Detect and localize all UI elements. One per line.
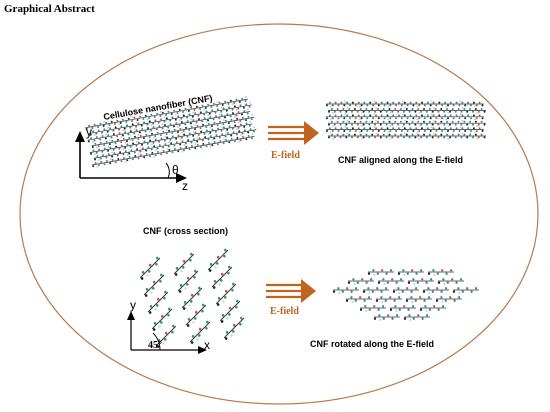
fiber-chain: [177, 269, 199, 293]
cross-chain-group: [177, 269, 199, 293]
fiber-chain: [223, 316, 245, 340]
fiber-chain: [377, 278, 404, 285]
fiber-chain: [328, 132, 486, 140]
cross-chain-group: [139, 256, 161, 280]
fiber-chain: [389, 305, 416, 312]
aligned-result-label: CNF aligned along the E-field: [338, 155, 463, 165]
fiber-chain: [332, 287, 359, 294]
fiber-chain: [143, 273, 165, 297]
fiber-chain: [91, 133, 255, 168]
top-angle-label: θ: [172, 163, 179, 177]
fiber-chain: [139, 256, 161, 280]
cross-chain-group: [223, 316, 245, 340]
bottom-axis-x-label: x: [204, 338, 210, 352]
top-axes: [75, 131, 187, 183]
fiber-chain: [326, 126, 484, 133]
cross-chain-group: [185, 303, 207, 327]
cross-chain-group: [181, 286, 203, 310]
fiber-chain: [326, 100, 484, 108]
cross-chain-group: [215, 282, 237, 306]
fiber-chain: [452, 287, 479, 294]
bottom-axis-y-label: y: [130, 298, 136, 312]
fiber-chain: [147, 290, 169, 314]
fiber-chain: [405, 296, 432, 303]
cross-chain-group: [207, 248, 229, 272]
fiber-chain: [403, 314, 430, 321]
bottom-efield-label: E-field: [270, 306, 299, 317]
fiber-chain: [181, 286, 203, 310]
fiber-chain: [89, 120, 253, 156]
fiber-chain: [207, 248, 229, 272]
fiber-chain: [359, 305, 386, 312]
fiber-chain: [215, 282, 237, 306]
rotated-result-label: CNF rotated along the E-field: [310, 339, 434, 349]
top-axis-z-label: z: [182, 179, 188, 193]
fiber-chain: [328, 119, 486, 127]
bottom-axes: [127, 311, 207, 354]
fiber-chain: [326, 113, 484, 121]
bottom-angle-label: 45°: [148, 340, 162, 351]
fiber-chain: [435, 296, 462, 303]
background-ellipse: [19, 23, 539, 405]
fiber-chain: [362, 287, 389, 294]
fiber-chain: [437, 278, 464, 285]
cross-chain-group: [147, 290, 169, 314]
fiber-chain: [151, 307, 173, 331]
top-efield-label: E-field: [271, 150, 300, 161]
top-efield-arrow: [268, 121, 319, 145]
fiber-chain: [422, 287, 449, 294]
fiber-chain: [427, 269, 454, 276]
aligned-fiber-bundle: [326, 100, 486, 140]
top-axis-y-label: y: [86, 125, 92, 139]
page-title: Graphical Abstract: [4, 3, 95, 15]
fiber-chain: [87, 108, 251, 143]
rotated-fiber-stack: [332, 269, 479, 321]
fiber-chain: [93, 126, 257, 161]
fiber-chain: [373, 314, 400, 321]
fiber-chain: [392, 287, 419, 294]
cross-chain-group: [219, 299, 241, 323]
fiber-chain: [328, 107, 486, 114]
cross-chain-group: [211, 265, 233, 289]
fiber-chain: [367, 269, 394, 276]
cross-section-bundle: [139, 248, 245, 348]
fiber-chain: [407, 278, 434, 285]
cross-section-label: CNF (cross section): [143, 226, 228, 236]
fiber-chain: [397, 269, 424, 276]
fiber-chain: [375, 296, 402, 303]
fiber-chain: [173, 252, 195, 276]
fiber-chain: [211, 265, 233, 289]
fiber-chain: [189, 320, 211, 344]
cross-chain-group: [151, 307, 173, 331]
fiber-chain: [85, 96, 248, 131]
fiber-chain: [345, 296, 372, 303]
fiber-chain: [419, 305, 446, 312]
cross-chain-group: [189, 320, 211, 344]
fiber-chain: [91, 114, 255, 149]
tilted-fiber-bundle: [85, 96, 257, 168]
cross-chain-group: [143, 273, 165, 297]
cross-chain-group: [173, 252, 195, 276]
fiber-chain: [185, 303, 207, 327]
bottom-efield-arrow: [266, 279, 316, 303]
fiber-chain: [219, 299, 241, 323]
fiber-chain: [347, 278, 374, 285]
fiber-chain: [89, 101, 253, 136]
